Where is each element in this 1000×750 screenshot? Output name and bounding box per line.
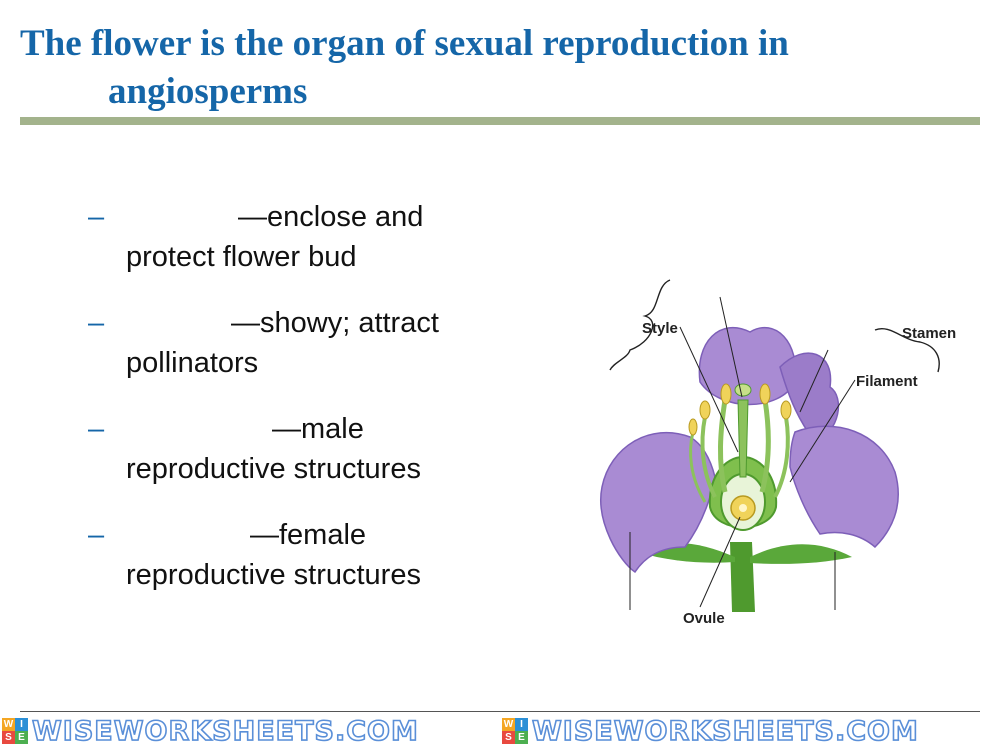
- filament: [689, 431, 707, 503]
- flower-stem: [730, 542, 755, 612]
- bullet-item: – —male reproductive structures: [88, 409, 508, 489]
- bullet-dash: –: [88, 201, 105, 233]
- back-petal: [779, 352, 840, 443]
- filament-leader: [789, 379, 856, 483]
- brand-logo: W I S E: [502, 718, 528, 744]
- pistil-bracket: [609, 279, 671, 371]
- stigma: [734, 383, 752, 397]
- anther: [720, 383, 732, 405]
- style-stalk: [737, 399, 749, 478]
- footer-divider: [20, 711, 980, 712]
- slide-title: The flower is the organ of sexual reprod…: [20, 20, 980, 116]
- bullet-item: – —female reproductive structures: [88, 515, 508, 595]
- filament: [759, 399, 771, 493]
- brand-wordmark: WISEWORKSHEETS.COM: [31, 715, 419, 748]
- title-divider: [20, 117, 980, 125]
- bullet-text-continued: protect flower bud: [126, 241, 357, 273]
- title-line-2: angiosperms: [108, 71, 308, 112]
- bullet-text: —enclose and: [238, 201, 424, 233]
- anther: [699, 400, 711, 420]
- filament: [700, 416, 717, 498]
- stigma-leader: [719, 296, 743, 398]
- bullet-text: —male: [272, 413, 364, 445]
- stamen-bracket: [874, 328, 940, 373]
- bullet-dash: –: [88, 519, 105, 551]
- bullet-text-continued: pollinators: [126, 347, 259, 379]
- flower-diagram: Style Stamen Filament Ovule: [600, 279, 956, 627]
- anther: [780, 400, 792, 420]
- filament: [718, 399, 728, 493]
- stamen-label: Stamen: [902, 325, 956, 342]
- watermark-brand: W I S E WISEWORKSHEETS.COM: [502, 715, 919, 748]
- right-petal: [789, 425, 899, 549]
- filament: [773, 416, 790, 498]
- watermark-brand: W I S E WISEWORKSHEETS.COM: [2, 715, 419, 748]
- bullet-dash: –: [88, 307, 105, 339]
- title-line-1: The flower is the organ of sexual reprod…: [20, 23, 789, 64]
- bullet-dash: –: [88, 413, 105, 445]
- bullet-text-continued: reproductive structures: [126, 453, 421, 485]
- brand-logo: W I S E: [2, 718, 28, 744]
- filament-label: Filament: [856, 373, 918, 390]
- style-leader: [679, 326, 739, 453]
- bullet-text: —female: [250, 519, 367, 551]
- anther: [688, 418, 698, 436]
- anther-leader: [799, 349, 829, 413]
- bullet-item: – —showy; attract pollinators: [88, 303, 508, 383]
- bullet-text: —showy; attract: [231, 307, 439, 339]
- style-label: Style: [642, 320, 678, 337]
- anther: [759, 383, 771, 405]
- brand-wordmark: WISEWORKSHEETS.COM: [531, 715, 919, 748]
- ovule-leader: [699, 516, 741, 608]
- right-leaf: [750, 544, 852, 564]
- ovule-center: [739, 504, 747, 512]
- bullet-list: – —enclose and protect flower bud – —sho…: [88, 197, 508, 621]
- bullet-text-continued: reproductive structures: [126, 559, 421, 591]
- bullet-item: – —enclose and protect flower bud: [88, 197, 508, 277]
- ovule-label: Ovule: [683, 610, 725, 627]
